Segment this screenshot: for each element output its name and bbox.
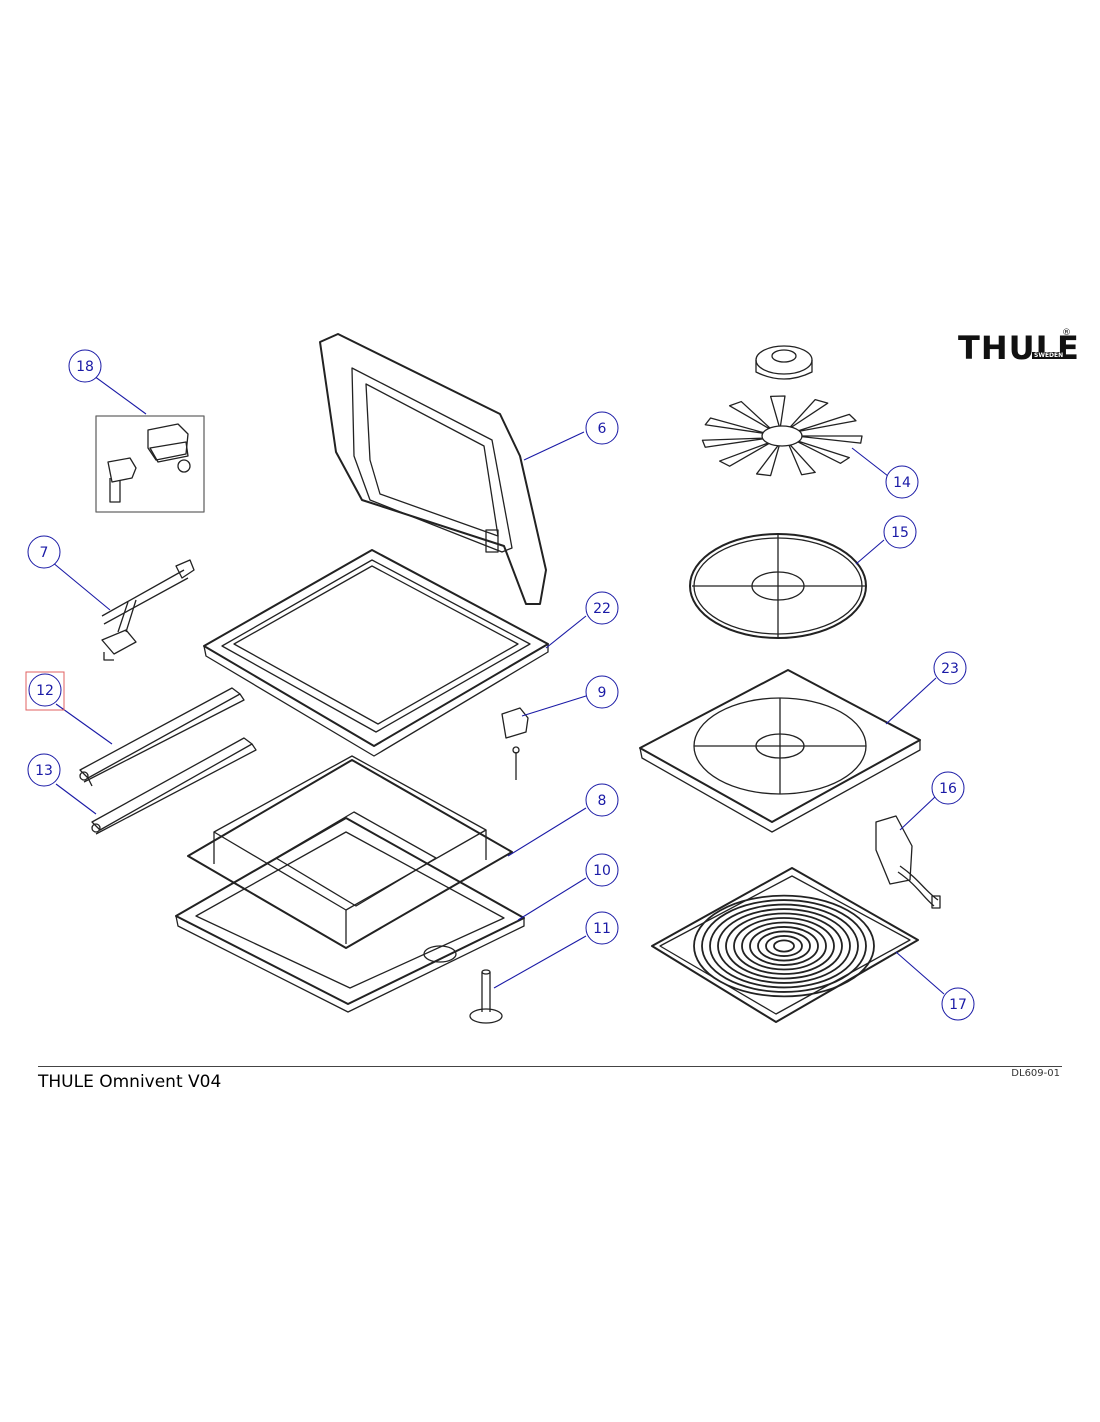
svg-text:12: 12 bbox=[36, 683, 54, 699]
callout-16: 16 bbox=[931, 771, 965, 805]
svg-text:6: 6 bbox=[598, 421, 607, 437]
callout-9: 9 bbox=[585, 675, 619, 709]
grille-ring bbox=[757, 930, 811, 962]
grille-ring bbox=[717, 908, 851, 984]
callout-13: 13 bbox=[27, 753, 61, 787]
fan-blade bbox=[795, 435, 863, 444]
document-code: DL609-01 bbox=[1011, 1068, 1060, 1079]
svg-text:17: 17 bbox=[949, 997, 967, 1013]
svg-text:15: 15 bbox=[891, 525, 909, 541]
fan-blade bbox=[728, 400, 774, 432]
svg-text:10: 10 bbox=[593, 863, 611, 879]
svg-text:7: 7 bbox=[40, 545, 49, 561]
callout-8: 8 bbox=[585, 783, 619, 817]
part-14-fan-motor bbox=[755, 345, 813, 380]
thule-logo: THULE SWEDEN ® bbox=[958, 328, 1079, 366]
grille-ring bbox=[701, 899, 867, 993]
grille-ring bbox=[725, 912, 843, 980]
svg-text:22: 22 bbox=[593, 601, 611, 617]
svg-text:18: 18 bbox=[76, 359, 94, 375]
part-18-latch-set bbox=[95, 415, 205, 513]
part-13-rail bbox=[91, 737, 257, 835]
part-22-frame bbox=[203, 549, 549, 757]
part-23-fan-housing bbox=[639, 669, 921, 833]
part-6-hood bbox=[319, 333, 547, 605]
part-15-ring bbox=[689, 533, 867, 639]
callout-12: 12 bbox=[25, 671, 65, 711]
grille-ring bbox=[709, 903, 859, 989]
callout-15: 15 bbox=[883, 515, 917, 549]
svg-text:11: 11 bbox=[593, 921, 611, 937]
part-11-knob bbox=[469, 969, 503, 1024]
svg-text:13: 13 bbox=[35, 763, 53, 779]
part-16-bracket bbox=[875, 815, 941, 909]
fan-blade bbox=[787, 441, 816, 476]
fan-blade bbox=[701, 437, 770, 448]
part-10-lower-frame bbox=[175, 817, 525, 1013]
part-17-grille bbox=[651, 867, 919, 1023]
callout-17: 17 bbox=[941, 987, 975, 1021]
grille-ring bbox=[733, 917, 835, 975]
grille-ring bbox=[773, 939, 795, 953]
svg-text:8: 8 bbox=[598, 793, 607, 809]
callout-6: 6 bbox=[585, 411, 619, 445]
part-8-upper-frame bbox=[187, 755, 513, 949]
callout-18: 18 bbox=[68, 349, 102, 383]
logo-registered: ® bbox=[1062, 328, 1071, 338]
callout-23: 23 bbox=[933, 651, 967, 685]
fan-blade bbox=[718, 440, 774, 467]
logo-subtext: SWEDEN bbox=[1032, 352, 1066, 359]
callout-7: 7 bbox=[27, 535, 61, 569]
grille-ring bbox=[765, 935, 803, 957]
fan-blade bbox=[769, 395, 786, 430]
callout-10: 10 bbox=[585, 853, 619, 887]
grille-ring bbox=[741, 921, 827, 971]
svg-text:23: 23 bbox=[941, 661, 959, 677]
grille-ring bbox=[749, 926, 819, 966]
callout-22: 22 bbox=[585, 591, 619, 625]
part-7-crank-arm bbox=[101, 559, 195, 661]
callout-11: 11 bbox=[585, 911, 619, 945]
fan-blade bbox=[787, 398, 829, 431]
grille-ring bbox=[693, 894, 875, 998]
fan-blade bbox=[755, 442, 781, 477]
svg-text:9: 9 bbox=[598, 685, 607, 701]
footer-divider bbox=[38, 1066, 1062, 1067]
fan-blade bbox=[793, 439, 850, 464]
fan-blade bbox=[793, 413, 857, 433]
part-9-clip bbox=[501, 707, 529, 780]
callout-14: 14 bbox=[885, 465, 919, 499]
part-14-fan-blades bbox=[701, 395, 863, 477]
svg-text:14: 14 bbox=[893, 475, 911, 491]
part-12-rail bbox=[79, 687, 245, 787]
logo-wordmark: THULE bbox=[958, 329, 1080, 367]
document-title: THULE Omnivent V04 bbox=[38, 1072, 222, 1092]
svg-text:16: 16 bbox=[939, 781, 957, 797]
fan-hub bbox=[761, 425, 803, 447]
fan-blade bbox=[704, 417, 770, 435]
